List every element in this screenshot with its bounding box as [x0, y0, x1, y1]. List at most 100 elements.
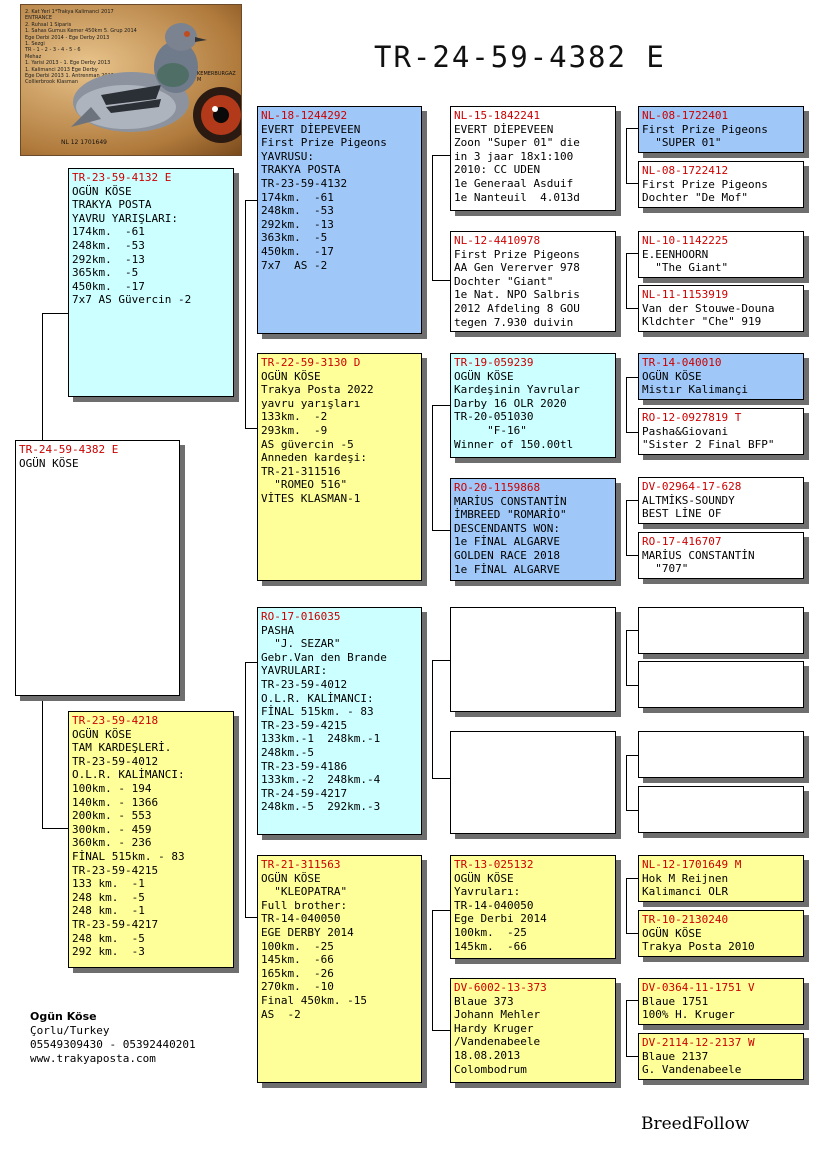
owner-website[interactable]: www.trakyaposta.com	[30, 1052, 196, 1066]
pedigree-line: Gebr.Van den Brande	[261, 651, 418, 665]
pedigree-line: 7x7 AS -2	[261, 259, 418, 273]
connector	[432, 778, 450, 779]
connector	[626, 810, 638, 811]
pedigree-line: "SUPER 01"	[642, 136, 800, 150]
pedigree-line: OGÜN KÖSE	[261, 872, 418, 886]
pedigree-line: Kalimanci OLR	[642, 885, 800, 899]
pedigree-line: 100% H. Kruger	[642, 1008, 800, 1022]
pedigree-line: 248km. -53	[72, 239, 230, 253]
pedigree-line: Yavruları:	[454, 885, 612, 899]
ring-number: TR-13-025132	[454, 858, 612, 872]
pedigree-line: TR-23-59-4215	[261, 719, 418, 733]
pedigree-card-dsd[interactable]	[450, 731, 616, 834]
pedigree-card-g12[interactable]	[638, 786, 804, 833]
pedigree-line: 18.08.2013	[454, 1049, 612, 1063]
connector	[626, 500, 638, 501]
connector	[432, 660, 433, 778]
pedigree-line: 270km. -10	[261, 980, 418, 994]
pedigree-line: TR-14-040050	[454, 899, 612, 913]
ring-number: TR-10-2130240	[642, 913, 800, 927]
pedigree-line: Anneden kardeşi:	[261, 451, 418, 465]
connector	[245, 200, 257, 201]
pedigree-line: 140km. - 1366	[72, 796, 230, 810]
connector	[245, 200, 246, 428]
pedigree-line: Van der Stouwe-Douna	[642, 302, 800, 316]
pedigree-line: 292km. -13	[261, 218, 418, 232]
connector	[626, 500, 627, 555]
pedigree-line: 100km. -25	[261, 940, 418, 954]
pedigree-line: ALTMİKS-SOUNDY	[642, 494, 800, 508]
pedigree-line: "KLEOPATRA"	[261, 885, 418, 899]
pedigree-line: /Vandenabeele	[454, 1035, 612, 1049]
pedigree-line: FİNAL 515km. - 83	[72, 850, 230, 864]
connector	[626, 685, 638, 686]
pedigree-line: OGÜN KÖSE	[261, 370, 418, 384]
pedigree-line: TRAKYA POSTA	[261, 163, 418, 177]
pedigree-card-g10[interactable]	[638, 661, 804, 708]
pedigree-line: Colombodrum	[454, 1063, 612, 1077]
pedigree-line: "707"	[642, 562, 800, 576]
pedigree-line: First Prize Pigeons	[261, 136, 418, 150]
connector	[626, 128, 627, 183]
page-title: TR-24-59-4382 E	[374, 40, 666, 74]
pedigree-line: Ege Derbi 2014	[454, 912, 612, 926]
ring-number: DV-02964-17-628	[642, 480, 800, 494]
pedigree-line: 133km. -2	[261, 410, 418, 424]
pedigree-line: Trakya Posta 2022	[261, 383, 418, 397]
pedigree-line: 248km. -53	[261, 204, 418, 218]
ring-number: RO-12-0927819 T	[642, 411, 800, 425]
pedigree-card-g11[interactable]	[638, 731, 804, 778]
connector	[42, 828, 68, 829]
ring-number: TR-24-59-4382 E	[19, 443, 176, 457]
ring-number: DV-2114-12-2137 W	[642, 1036, 800, 1050]
pedigree-line: GOLDEN RACE 2018	[454, 549, 612, 563]
pedigree-line: VİTES KLASMAN-1	[261, 492, 418, 506]
pedigree-line: O.L.R. KALİMANCI:	[72, 768, 230, 782]
pedigree-card-g9[interactable]	[638, 607, 804, 654]
pedigree-line: AS güvercin -5	[261, 438, 418, 452]
brand-logo: BreedFollow	[641, 1114, 749, 1134]
pedigree-line: Final 450km. -15	[261, 994, 418, 1008]
connector	[626, 1000, 638, 1001]
pedigree-card-dss[interactable]	[450, 607, 616, 712]
connector	[626, 1056, 638, 1057]
pedigree-line: 248 km. -5	[72, 932, 230, 946]
pedigree-line: 363km. -5	[261, 231, 418, 245]
pedigree-line: G. Vandenabeele	[642, 1063, 800, 1077]
pedigree-line: TR-14-040050	[261, 912, 418, 926]
ring-number: TR-23-59-4218	[72, 714, 230, 728]
ring-number: NL-12-1701649 M	[642, 858, 800, 872]
pedigree-line: 248 km. -5	[72, 891, 230, 905]
pedigree-line: OGÜN KÖSE	[72, 728, 230, 742]
connector	[626, 432, 638, 433]
ring-number: DV-6002-13-373	[454, 981, 612, 995]
connector	[432, 1030, 450, 1031]
pedigree-line: Kldchter "Che" 919	[642, 315, 800, 329]
